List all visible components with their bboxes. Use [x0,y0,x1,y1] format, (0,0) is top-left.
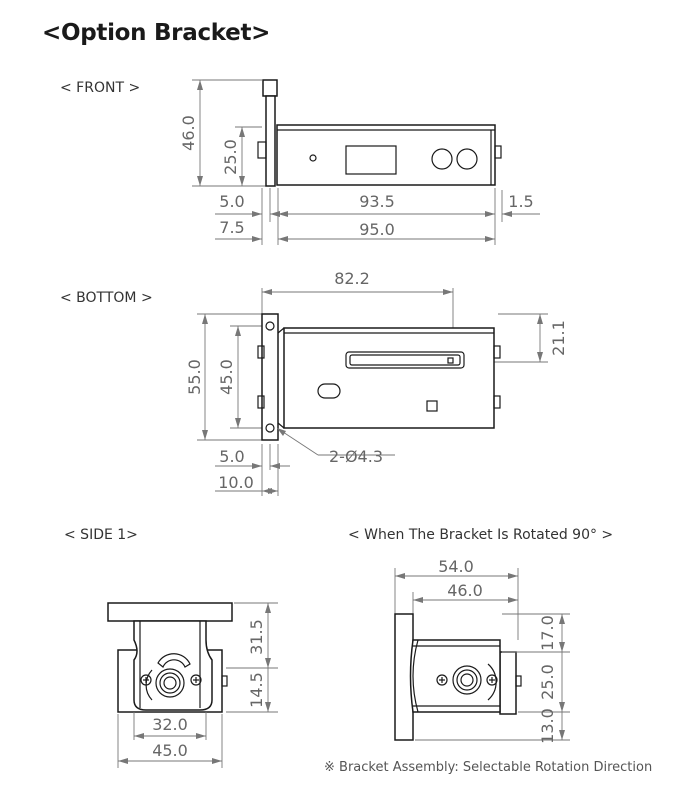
dim-front-h-mid: 25.0 [221,139,240,175]
dim-side-h-bot: 14.5 [247,672,266,708]
dim-front-h-total: 46.0 [179,115,198,151]
page-title: <Option Bracket> [42,20,271,46]
side-view-drawing [107,602,278,768]
dim-bottom-h-total: 55.0 [185,359,204,395]
dim-front-w-inner: 93.5 [359,192,395,211]
dim-side-w-inner: 32.0 [152,715,188,734]
dim-bottom-w-a: 5.0 [219,447,244,466]
front-view-drawing [192,79,540,245]
dim-side-w-total: 45.0 [152,741,188,760]
dim-bottom-hole: 2-Ø4.3 [329,447,383,466]
rotated-view-drawing [394,568,570,741]
dim-rot-h-bot: 13.0 [538,708,557,744]
footnote: ※ Bracket Assembly: Selectable Rotation … [324,760,653,775]
side-view-label: < SIDE 1> [64,527,138,543]
dim-bottom-right: 21.1 [549,320,568,356]
dim-front-w-total: 95.0 [359,220,395,239]
dim-rot-w-total: 54.0 [438,557,474,576]
bottom-view-drawing [197,288,548,496]
dim-front-right: 1.5 [508,192,533,211]
dim-bottom-w-b: 10.0 [218,473,254,492]
dim-front-left-b: 7.5 [219,218,244,237]
dim-bottom-top: 82.2 [334,269,370,288]
dim-rot-h-top: 17.0 [538,615,557,651]
dim-rot-w-inner: 46.0 [447,581,483,600]
front-view-label: < FRONT > [60,80,141,96]
bottom-view-label: < BOTTOM > [60,290,153,306]
dim-rot-h-mid: 25.0 [538,664,557,700]
dim-front-left-a: 5.0 [219,192,244,211]
rotated-view-label: < When The Bracket Is Rotated 90° > [348,527,614,543]
dim-bottom-h-inner: 45.0 [217,359,236,395]
dim-side-h-top: 31.5 [247,619,266,655]
